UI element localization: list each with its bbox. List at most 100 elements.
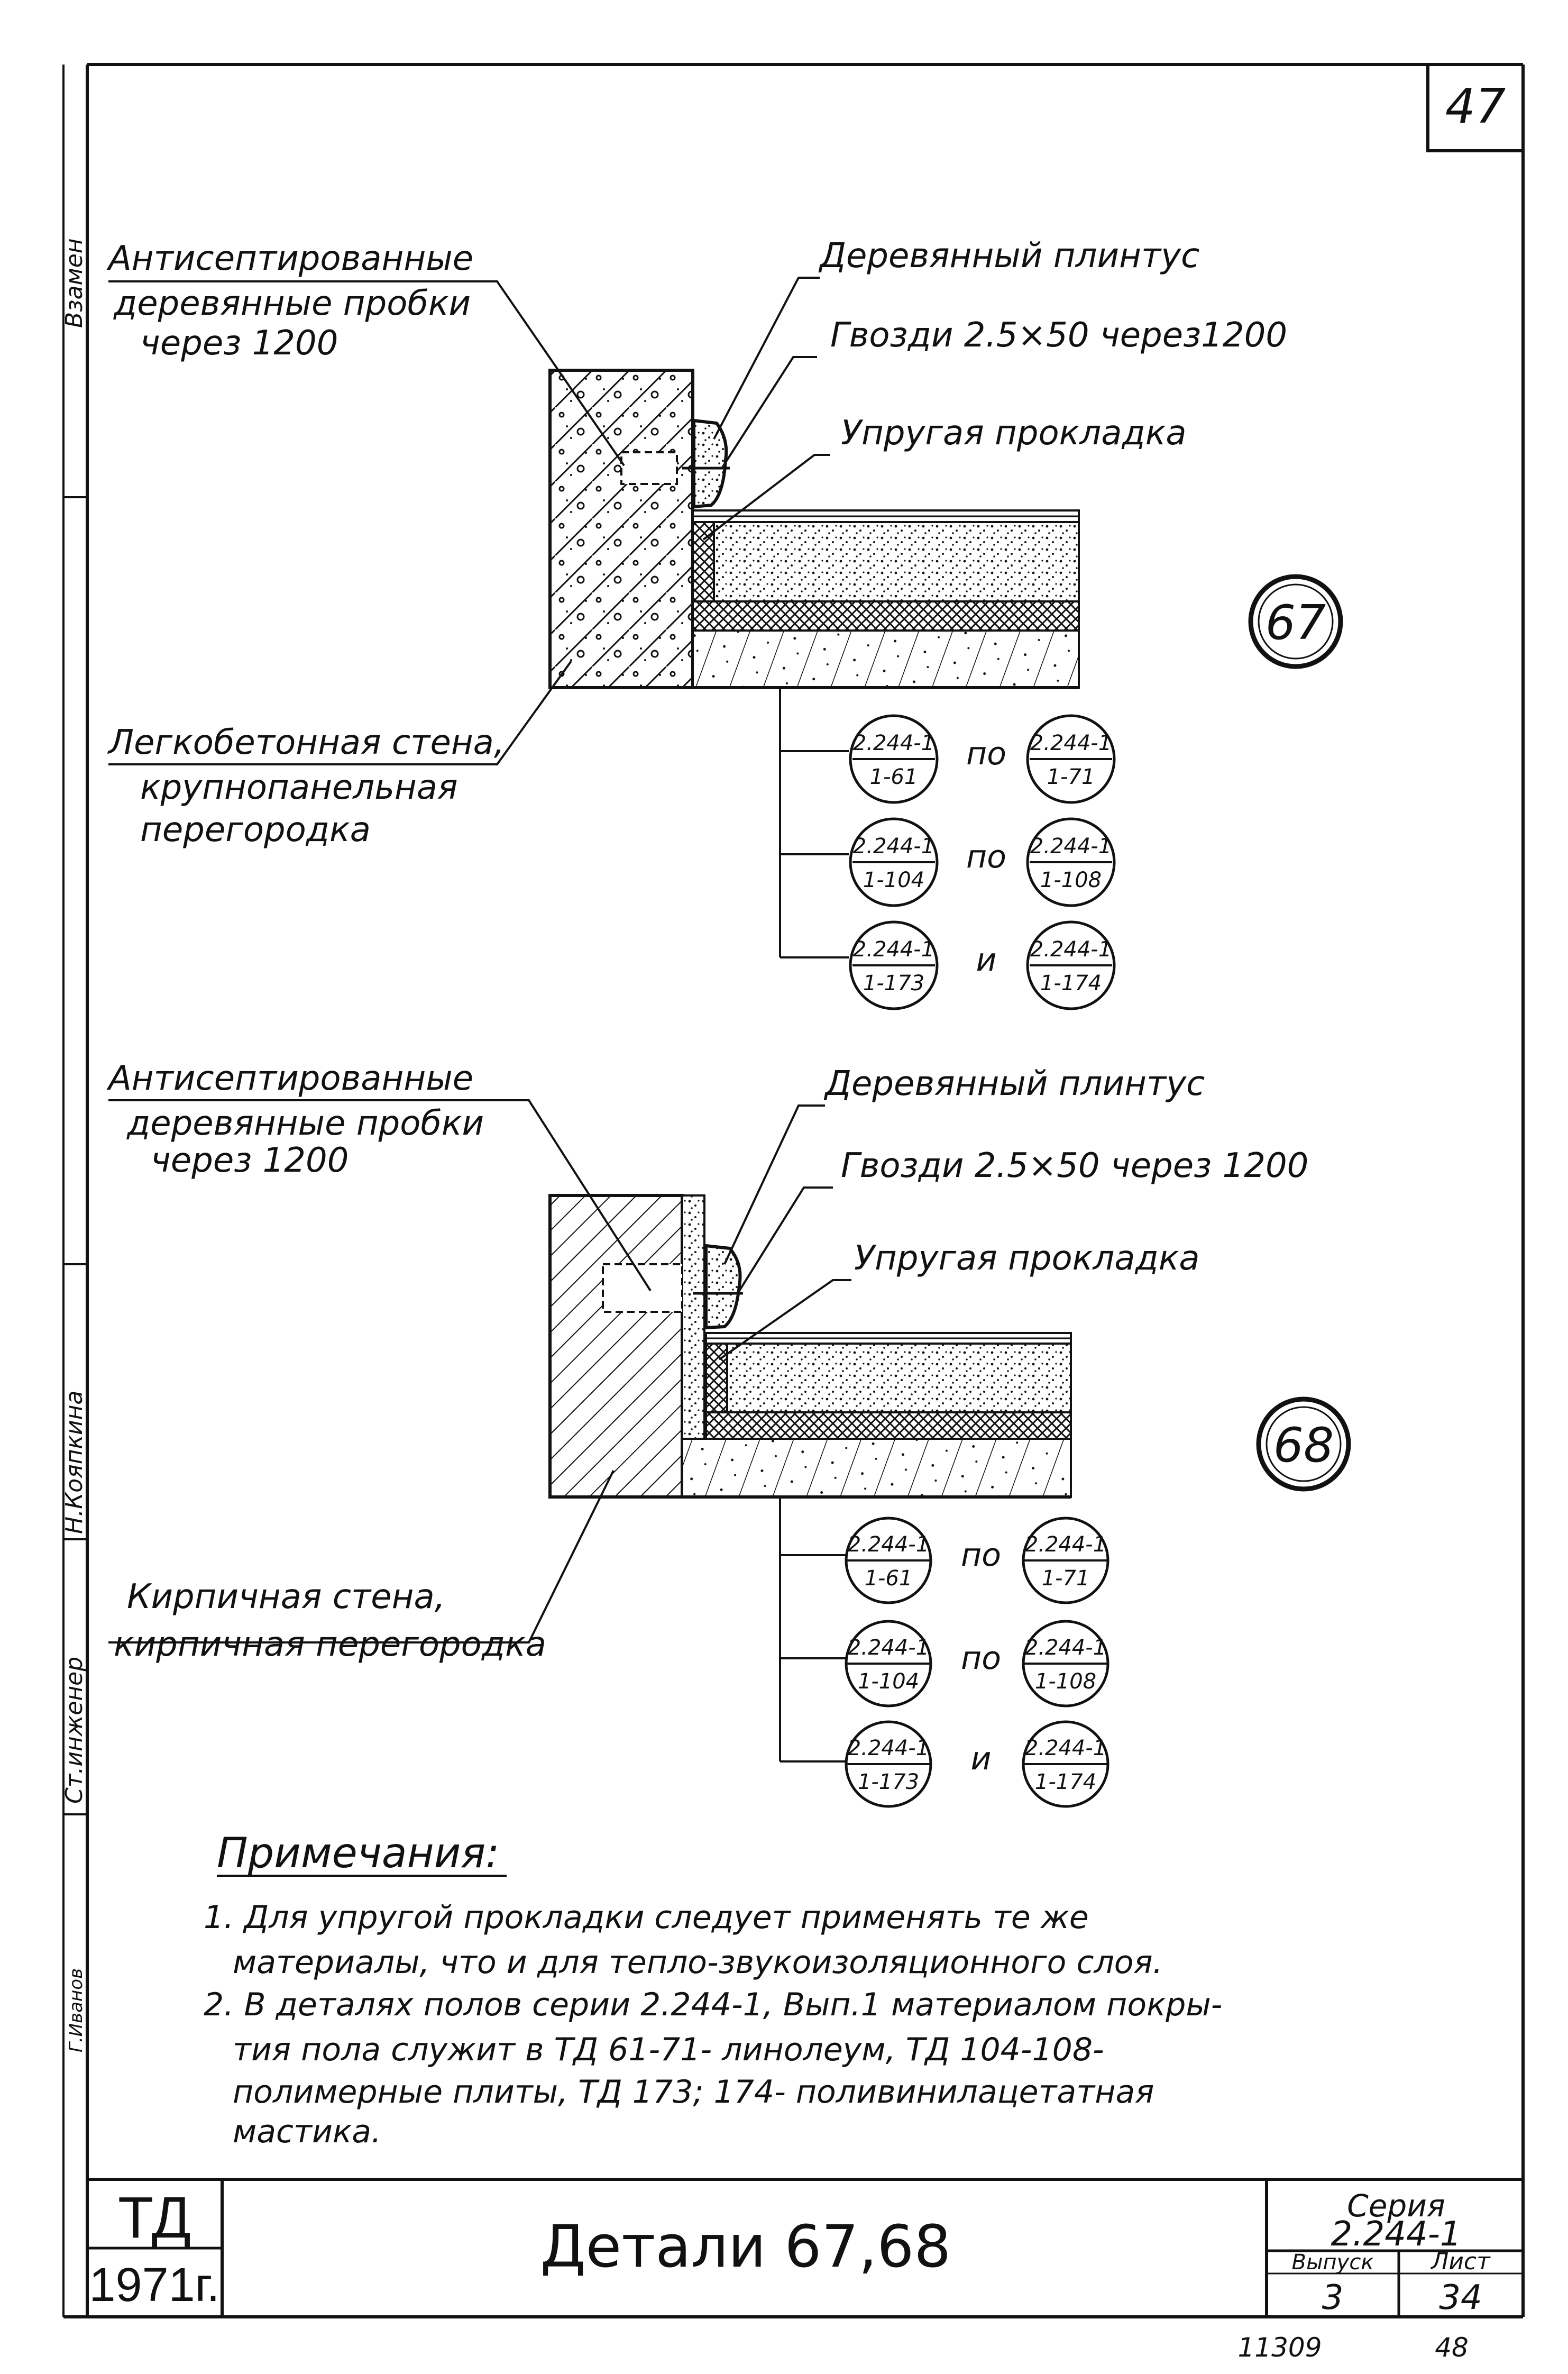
ref-sheet: 1-61 — [865, 1566, 913, 1591]
bottom-code: 11309 — [1237, 2332, 1322, 2363]
issue-label: Выпуск — [1292, 2250, 1374, 2275]
ref-sheet: 1-71 — [1047, 765, 1095, 789]
detail-number: 67 — [1266, 595, 1326, 651]
label-plugs-line2: деревянные пробки — [126, 1104, 484, 1143]
sheet-title: Детали 67,68 — [540, 2213, 951, 2280]
detail-number-circle — [1256, 1396, 1351, 1492]
floor-slab — [681, 1438, 1072, 1498]
label-nails: Гвозди 2.5×50 через 1200 — [841, 1146, 1308, 1185]
label-nails: Гвозди 2.5×50 через1200 — [830, 316, 1287, 355]
detail-67: Антисептированные деревянные пробки чере… — [106, 236, 1343, 1010]
wooden-plinth — [704, 1244, 742, 1330]
ref-sheet: 1-174 — [1035, 1770, 1096, 1794]
series-value: 2.244-1 — [1331, 2215, 1461, 2254]
note-line-3: 2. В деталях полов серии 2.244-1, Вып.1 … — [204, 1986, 1222, 2023]
label-wall-line2: крупнопанельная — [140, 768, 457, 807]
brick-wall — [548, 1194, 684, 1499]
year: 1971г. — [89, 2259, 219, 2312]
reference-bracket-67 — [779, 688, 849, 958]
side-label-name: Н.Кояпкина — [61, 1391, 88, 1534]
note-line-1: 1. Для упругой прокладки следует применя… — [204, 1899, 1089, 1936]
leader-lines-67 — [108, 277, 830, 765]
ref-sheet: 1-174 — [1040, 971, 1102, 996]
ref-connector: по — [966, 838, 1006, 875]
label-plinth: Деревянный плинтус — [818, 236, 1199, 276]
label-wall-line2: кирпичная перегородка — [114, 1625, 546, 1664]
note-line-4: тия пола служит в ТД 61-71- линолеум, ТД… — [233, 2031, 1104, 2068]
issue-value: 3 — [1322, 2278, 1344, 2317]
label-plugs-line3: через 1200 — [151, 1141, 349, 1180]
lightweight-concrete-wall — [548, 369, 694, 689]
ref-sheet: 1-104 — [863, 868, 924, 892]
insulation-layer — [726, 1343, 1072, 1413]
reference-row-2: 2.244-1 1-104 по 2.244-1 1-108 — [849, 817, 1116, 907]
leader-lines-68 — [108, 1099, 851, 1643]
ref-sheet: 1-173 — [858, 1770, 919, 1794]
ref-connector: по — [966, 735, 1006, 772]
label-plugs-line3: через 1200 — [140, 324, 338, 363]
reference-row-2: 2.244-1 1-104 по 2.244-1 1-108 — [845, 1620, 1109, 1708]
ref-series: 2.244-1 — [1030, 834, 1112, 859]
note-line-6: мастика. — [233, 2113, 381, 2150]
sound-insulation-layer — [705, 1411, 1072, 1440]
ref-connector: по — [961, 1640, 1001, 1677]
ref-series: 2.244-1 — [848, 1636, 929, 1660]
series-label: Серия — [1347, 2188, 1445, 2224]
label-gasket: Упругая прокладка — [854, 1239, 1200, 1278]
ref-sheet: 1-173 — [863, 971, 924, 996]
label-wall-line3: перегородка — [140, 810, 371, 850]
wooden-plinth — [692, 418, 728, 509]
ref-series: 2.244-1 — [853, 937, 934, 962]
side-label-position: Ст.инженер — [61, 1657, 88, 1804]
ref-series: 2.244-1 — [848, 1736, 929, 1760]
elastic-gasket — [705, 1343, 728, 1419]
note-line-2: материалы, что и для тепло-звукоизоляцио… — [233, 1944, 1163, 1981]
reference-row-1: 2.244-1 1-61 по 2.244-1 1-71 — [849, 714, 1116, 804]
wooden-plug — [620, 451, 678, 485]
label-plugs-line1: Антисептированные — [106, 1059, 473, 1098]
reference-bracket-68 — [779, 1497, 846, 1763]
detail-number-circle — [1248, 574, 1343, 669]
ref-series: 2.244-1 — [853, 731, 934, 755]
ref-series: 2.244-1 — [848, 1532, 929, 1557]
note-line-5: полимерные плиты, ТД 173; 174- поливинил… — [233, 2074, 1154, 2111]
side-labels: Взамен Н.Кояпкина Ст.инженер Г.Иванов — [61, 238, 88, 2052]
ref-sheet: 1-104 — [858, 1669, 919, 1694]
reference-row-1: 2.244-1 1-61 по 2.244-1 1-71 — [845, 1517, 1109, 1604]
ref-connector: и — [976, 942, 997, 979]
sound-insulation-layer — [692, 600, 1080, 632]
detail-68: Антисептированные деревянные пробки чере… — [106, 1059, 1351, 1808]
ref-series: 2.244-1 — [853, 834, 934, 859]
label-wall-line1: Кирпичная стена, — [127, 1577, 445, 1617]
ref-series: 2.244-1 — [1025, 1532, 1106, 1557]
side-label-replacement: Взамен — [61, 238, 88, 328]
ref-sheet: 1-61 — [870, 765, 918, 789]
td-mark: ТД — [118, 2185, 191, 2250]
sheet-value: 34 — [1439, 2278, 1482, 2317]
ref-connector: и — [971, 1740, 992, 1777]
label-plugs-line1: Антисептированные — [106, 239, 473, 278]
label-wall-line1: Легкобетонная стена, — [107, 723, 505, 762]
notes: Примечания: 1. Для упругой прокладки сле… — [204, 1830, 1222, 2150]
ref-sheet: 1-108 — [1035, 1669, 1096, 1694]
page-number: 47 — [1445, 79, 1506, 134]
ref-sheet: 1-71 — [1042, 1566, 1090, 1591]
label-gasket: Упругая прокладка — [841, 414, 1187, 453]
page-number-box: 47 — [1426, 65, 1523, 152]
sheet-label: Лист — [1430, 2248, 1491, 2275]
ref-connector: по — [961, 1537, 1001, 1574]
detail-number: 68 — [1273, 1418, 1334, 1473]
side-label-name-2: Г.Иванов — [66, 1968, 87, 2052]
reference-row-3: 2.244-1 1-173 и 2.244-1 1-174 — [849, 920, 1116, 1010]
sheet-frame — [62, 63, 1525, 2318]
ref-series: 2.244-1 — [1025, 1736, 1106, 1760]
label-plugs-line2: деревянные пробки — [113, 284, 471, 323]
bottom-page: 48 — [1435, 2332, 1469, 2363]
title-block: ТД 1971г. Детали 67,68 Серия 2.244-1 Вып… — [87, 2178, 1523, 2317]
wooden-plug — [602, 1263, 683, 1313]
ref-series: 2.244-1 — [1030, 731, 1112, 755]
ref-sheet: 1-108 — [1040, 868, 1102, 892]
label-plinth: Деревянный плинтус — [823, 1064, 1205, 1103]
ref-series: 2.244-1 — [1030, 937, 1112, 962]
